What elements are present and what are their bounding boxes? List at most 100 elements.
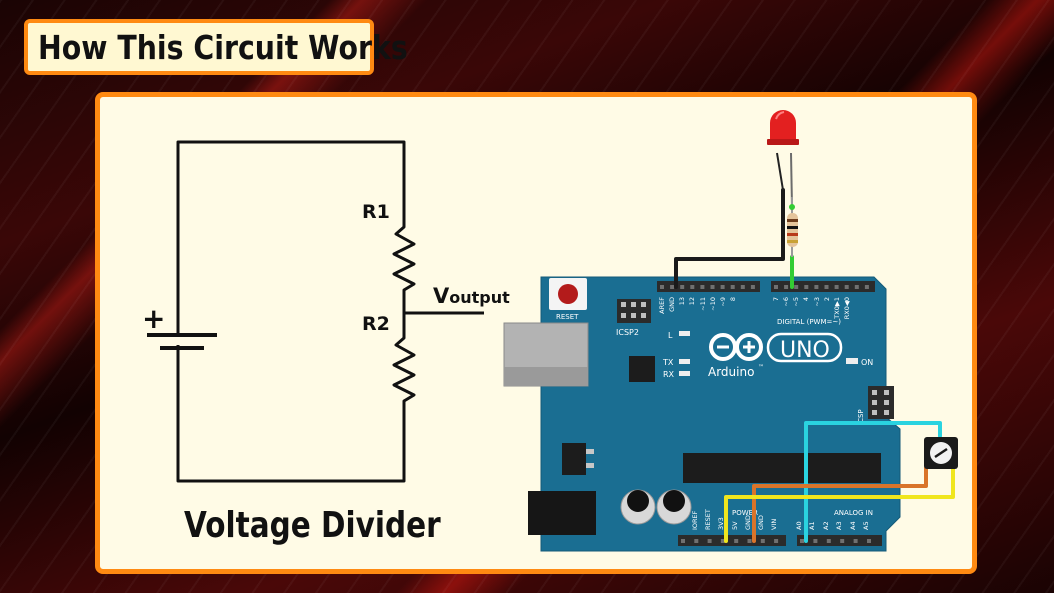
pin-label: A0 <box>795 521 803 530</box>
pin-label: GND <box>757 515 765 530</box>
pin-label: IOREF <box>691 510 699 530</box>
voltage-regulator <box>562 443 586 475</box>
pin-label: ~5 <box>792 297 800 307</box>
header-pin[interactable] <box>730 285 735 289</box>
header-pin[interactable] <box>694 539 699 543</box>
header-pin[interactable] <box>680 285 685 289</box>
schematic <box>147 140 484 483</box>
pin-label: ~9 <box>719 297 727 307</box>
header-pin[interactable] <box>826 539 831 543</box>
pin-label: VIN <box>770 519 778 530</box>
header-pin[interactable] <box>813 539 818 543</box>
icsp2-pins <box>621 302 646 318</box>
header-pin[interactable] <box>840 539 845 543</box>
potentiometer[interactable] <box>924 437 958 469</box>
label-vout-sub: output <box>449 288 510 307</box>
header-pin[interactable] <box>707 539 712 543</box>
logo-symbols <box>717 341 755 353</box>
led-leg-cathode <box>776 152 784 191</box>
power-jack <box>528 491 596 535</box>
pin-label: 5V <box>731 521 739 530</box>
reset-button-cap[interactable] <box>558 284 578 304</box>
header-pin[interactable] <box>853 539 858 543</box>
header-pin[interactable] <box>794 285 799 289</box>
pin-label: AREF <box>658 297 666 314</box>
led-tx-label: TX <box>662 358 674 367</box>
header-pin[interactable] <box>760 539 765 543</box>
reset-label: RESET <box>556 313 579 321</box>
analog-header <box>797 535 882 546</box>
led-rx-label: RX <box>663 370 675 379</box>
header-pin[interactable] <box>784 285 789 289</box>
led-rim <box>767 139 799 145</box>
schematic-caption: Voltage Divider <box>184 503 441 546</box>
header-pin[interactable] <box>700 285 705 289</box>
header-pin[interactable] <box>854 285 859 289</box>
arduino-logo <box>709 333 763 361</box>
title-banner: How This Circuit Works <box>24 19 408 75</box>
header-pin[interactable] <box>720 285 725 289</box>
pin-label: TX0▶1 <box>833 297 841 320</box>
icsp-label: ICSP <box>857 409 865 425</box>
capacitor-2-top <box>663 490 685 512</box>
arduino-board: RESET ICSP2 <box>503 276 901 552</box>
header-pin[interactable] <box>690 285 695 289</box>
header-pins <box>660 285 871 543</box>
page-title: How This Circuit Works <box>38 28 408 67</box>
header-pin[interactable] <box>710 285 715 289</box>
pin-label: 13 <box>678 297 686 305</box>
pin-label: A2 <box>822 521 830 530</box>
wire-black-gnd <box>674 188 785 289</box>
wire-cyan-a0 <box>804 421 942 543</box>
header-pin[interactable] <box>867 539 871 543</box>
header-pin[interactable] <box>844 285 849 289</box>
header-pin[interactable] <box>681 539 685 543</box>
led-rx-indicator <box>679 371 690 376</box>
digital-label: DIGITAL (PWM=~) <box>777 318 841 326</box>
header-pin[interactable] <box>747 539 752 543</box>
analog-label: ANALOG IN <box>834 509 873 517</box>
led-dome <box>770 110 796 141</box>
header-pin[interactable] <box>734 539 739 543</box>
icsp2-label: ICSP2 <box>616 328 639 337</box>
label-vout: Voutput <box>433 284 510 308</box>
header-pin[interactable] <box>720 539 725 543</box>
header-pin[interactable] <box>834 285 839 289</box>
led-l-label: L <box>668 331 673 340</box>
header-pin[interactable] <box>750 285 755 289</box>
label-vout-main: V <box>433 284 450 308</box>
pin-label: GND <box>744 515 752 530</box>
header-pin[interactable] <box>670 285 675 289</box>
brand-label: Arduino <box>708 365 754 379</box>
pin-label: GND <box>668 297 676 312</box>
wire-yellow-5v <box>724 466 955 543</box>
icsp-header <box>868 386 894 419</box>
usb-shade <box>504 367 588 386</box>
capacitor-1-top <box>627 490 649 512</box>
header-pin[interactable] <box>774 539 779 543</box>
led-tx-indicator <box>679 359 690 364</box>
pin-label: ~6 <box>782 297 790 307</box>
header-pin[interactable] <box>774 285 778 289</box>
led-resistor-junction <box>789 204 795 210</box>
resistor-band-2 <box>787 226 798 229</box>
chip-usb <box>629 356 655 382</box>
led-on-indicator <box>846 358 858 364</box>
header-pin[interactable] <box>800 539 804 543</box>
plus-sign: + <box>142 302 165 335</box>
pin-label: A3 <box>835 521 843 530</box>
power-header <box>678 535 786 546</box>
header-pin[interactable] <box>864 285 869 289</box>
header-pin[interactable] <box>660 285 664 289</box>
header-pin[interactable] <box>824 285 829 289</box>
digital-header-right <box>771 281 875 292</box>
header-pin[interactable] <box>804 285 809 289</box>
digital-header-left <box>657 281 760 292</box>
power-label: POWER <box>732 509 758 517</box>
regulator-tab <box>586 449 594 454</box>
header-pin[interactable] <box>814 285 819 289</box>
header-pin[interactable] <box>740 285 745 289</box>
uno-badge <box>766 332 843 363</box>
